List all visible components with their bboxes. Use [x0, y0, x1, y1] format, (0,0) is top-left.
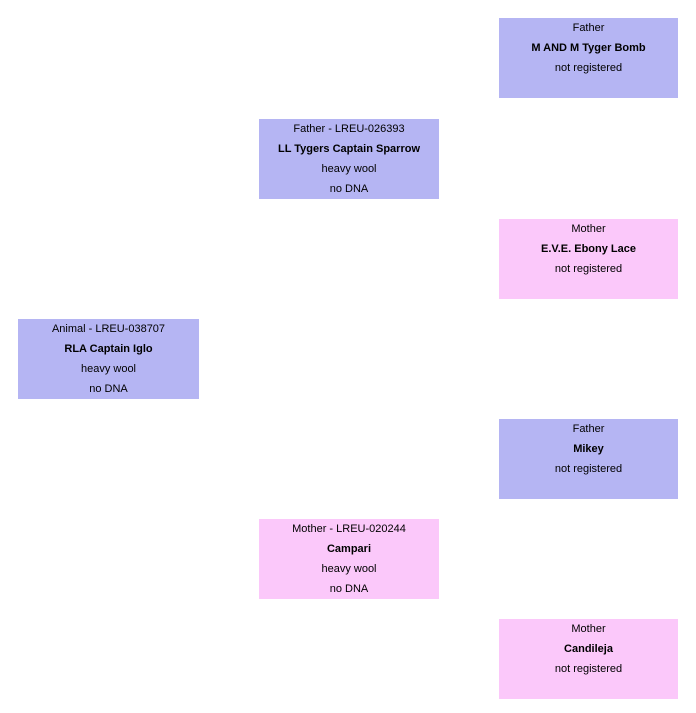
- animal-relation-label: Animal - LREU-038707: [51, 323, 166, 335]
- paternal-grandfather-relation-label: Father: [572, 22, 605, 34]
- maternal-grandmother-detail-1: not registered: [554, 663, 623, 675]
- maternal-grandfather-detail-1: not registered: [554, 463, 623, 475]
- paternal-grandfather-name: M AND M Tyger Bomb: [531, 42, 646, 54]
- mother-detail-2: no DNA: [329, 583, 369, 595]
- maternal-grandfather-name: Mikey: [573, 443, 604, 455]
- pedigree-node-paternal-grandfather[interactable]: Father M AND M Tyger Bomb not registered: [499, 18, 678, 98]
- pedigree-node-animal[interactable]: Animal - LREU-038707 RLA Captain Iglo he…: [18, 319, 199, 399]
- paternal-grandmother-name: E.V.E. Ebony Lace: [541, 243, 636, 255]
- mother-relation-label: Mother - LREU-020244: [292, 523, 406, 535]
- paternal-grandmother-relation-label: Mother: [571, 223, 606, 235]
- pedigree-node-father[interactable]: Father - LREU-026393 LL Tygers Captain S…: [259, 119, 439, 199]
- maternal-grandfather-relation-label: Father: [572, 423, 605, 435]
- paternal-grandfather-detail-1: not registered: [554, 62, 623, 74]
- father-name: LL Tygers Captain Sparrow: [277, 143, 420, 155]
- mother-detail-1: heavy wool: [321, 563, 377, 575]
- maternal-grandmother-name: Candileja: [564, 643, 613, 655]
- pedigree-node-paternal-grandmother[interactable]: Mother E.V.E. Ebony Lace not registered: [499, 219, 678, 299]
- animal-name: RLA Captain Iglo: [64, 343, 153, 355]
- mother-name: Campari: [326, 543, 372, 555]
- pedigree-node-maternal-grandmother[interactable]: Mother Candileja not registered: [499, 619, 678, 699]
- father-detail-1: heavy wool: [321, 163, 377, 175]
- pedigree-node-maternal-grandfather[interactable]: Father Mikey not registered: [499, 419, 678, 499]
- pedigree-node-mother[interactable]: Mother - LREU-020244 Campari heavy wool …: [259, 519, 439, 599]
- animal-detail-2: no DNA: [89, 383, 128, 395]
- maternal-grandmother-relation-label: Mother: [571, 623, 606, 635]
- father-relation-label: Father - LREU-026393: [293, 123, 405, 135]
- animal-detail-1: heavy wool: [80, 363, 137, 375]
- father-detail-2: no DNA: [329, 183, 369, 195]
- paternal-grandmother-detail-1: not registered: [554, 263, 623, 275]
